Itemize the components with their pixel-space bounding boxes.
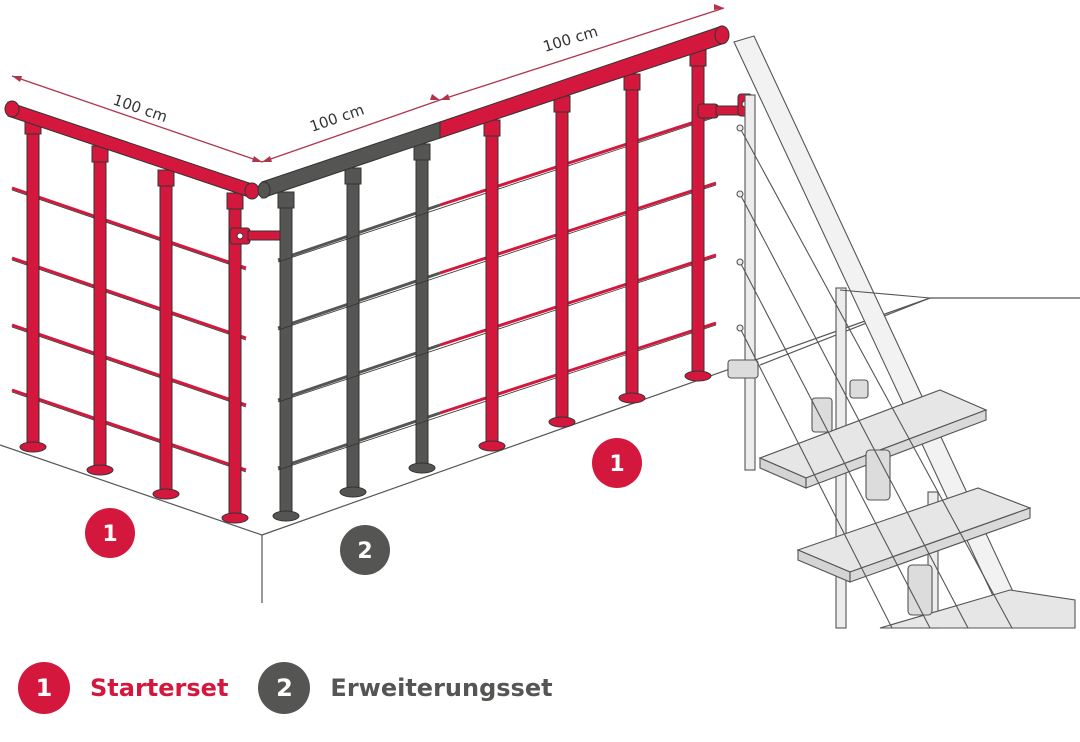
left-handrail — [4, 100, 260, 200]
corner-clamp-left — [229, 227, 283, 245]
dimension-lines — [11, 7, 725, 163]
staircase — [727, 35, 1076, 629]
right-base-plates — [478, 370, 712, 452]
badge-left-number: 1 — [102, 522, 117, 547]
legend-label-erweiterungsset: Erweiterungsset — [330, 674, 553, 702]
middle-base-plates — [272, 462, 436, 522]
legend-badge-erweiterungsset: 2 — [258, 662, 311, 714]
left-railing-starterset — [4, 100, 283, 524]
left-posts — [26, 119, 242, 519]
right-horizontal-bars — [439, 113, 717, 415]
middle-railing-erweiterungsset — [257, 121, 441, 522]
legend-badge-starterset: 1 — [18, 662, 70, 714]
left-horizontal-bars — [11, 186, 247, 472]
left-bar-outlines — [11, 189, 247, 473]
legend-item-erweiterungsset: 2 Erweiterungsset — [258, 662, 553, 714]
badge-left-starterset: 1 — [85, 508, 135, 558]
right-post-caps — [483, 49, 707, 137]
dimension-arrowheads — [12, 4, 724, 162]
floor-outline — [0, 297, 1080, 603]
stair-brackets — [727, 359, 933, 616]
legend: 1 Starterset 2 Erweiterungsset — [18, 662, 583, 714]
stair-infill-bars — [739, 127, 1013, 629]
right-railing-starterset — [277, 25, 753, 471]
legend-item-starterset: 1 Starterset — [18, 662, 228, 714]
badge-middle-number: 2 — [357, 539, 372, 564]
badge-right-number: 1 — [609, 452, 624, 477]
legend-label-starterset: Starterset — [90, 674, 229, 702]
badge-middle-erweiterungsset: 2 — [340, 525, 390, 575]
badge-right-starterset: 1 — [592, 438, 642, 488]
middle-posts — [279, 147, 429, 517]
right-handrail — [439, 25, 730, 139]
middle-post-caps — [277, 143, 431, 209]
stair-treads — [758, 389, 1076, 629]
stair-bar-ends — [736, 124, 744, 332]
dimension-label-left: 100 cm — [111, 91, 170, 126]
dimension-label-middle: 100 cm — [307, 100, 366, 135]
left-base-plates — [19, 441, 249, 524]
corner-clamp-right — [697, 93, 753, 119]
